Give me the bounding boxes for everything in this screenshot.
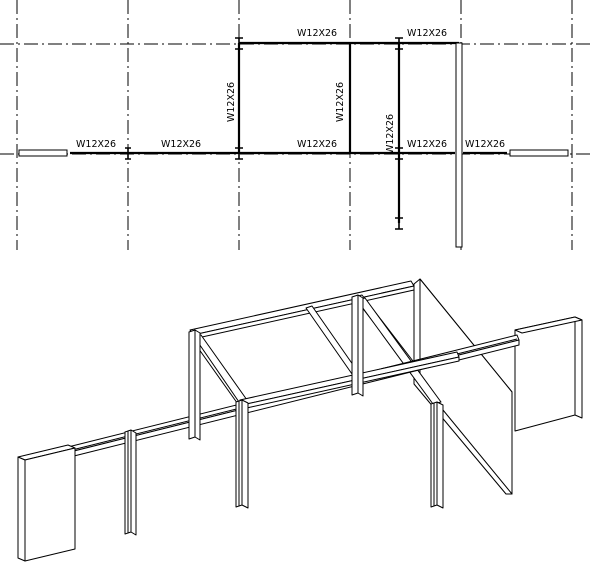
column-symbol <box>395 147 403 160</box>
beam-label: W12X26 <box>407 28 447 39</box>
column-symbol <box>235 147 243 160</box>
wall-plan-right <box>509 149 569 157</box>
plan-walls <box>18 42 569 248</box>
column-symbol <box>395 217 403 230</box>
grid-lines <box>0 0 591 250</box>
iso-column <box>188 329 201 441</box>
plan-columns <box>125 37 403 230</box>
isometric-view <box>17 278 583 562</box>
column-symbol <box>395 37 403 50</box>
beam-label: W12X26 <box>76 139 116 150</box>
beam-label: W12X26 <box>297 139 337 150</box>
iso-beam-cross-a <box>305 305 359 375</box>
wall-iso-right <box>514 316 583 432</box>
column-symbol <box>125 147 131 160</box>
column-symbol <box>235 37 243 50</box>
beam-label: W12X26 <box>385 114 396 154</box>
beam-label: W12X26 <box>407 139 447 150</box>
wall-iso-left <box>17 444 76 562</box>
iso-column <box>430 401 444 509</box>
iso-column <box>351 294 364 397</box>
plan-beams <box>70 41 507 223</box>
wall-iso-diagonal <box>413 278 513 495</box>
iso-middle-beam <box>239 351 460 410</box>
beam-label: W12X26 <box>226 82 237 122</box>
wall-plan-left <box>18 149 68 157</box>
iso-column <box>235 399 249 509</box>
beam-label: W12X26 <box>335 82 346 122</box>
plan-view: W12X26 W12X26 W12X26 W12X26 W12X26 W12X2… <box>0 0 591 250</box>
wall-plan-vertical <box>455 42 463 248</box>
beam-label: W12X26 <box>465 139 505 150</box>
beam-labels: W12X26 W12X26 W12X26 W12X26 W12X26 W12X2… <box>76 28 505 154</box>
iso-columns <box>124 294 444 536</box>
beam-label: W12X26 <box>161 139 201 150</box>
iso-column <box>124 429 137 536</box>
iso-beam-left-side <box>192 334 248 403</box>
beam-label: W12X26 <box>297 28 337 39</box>
